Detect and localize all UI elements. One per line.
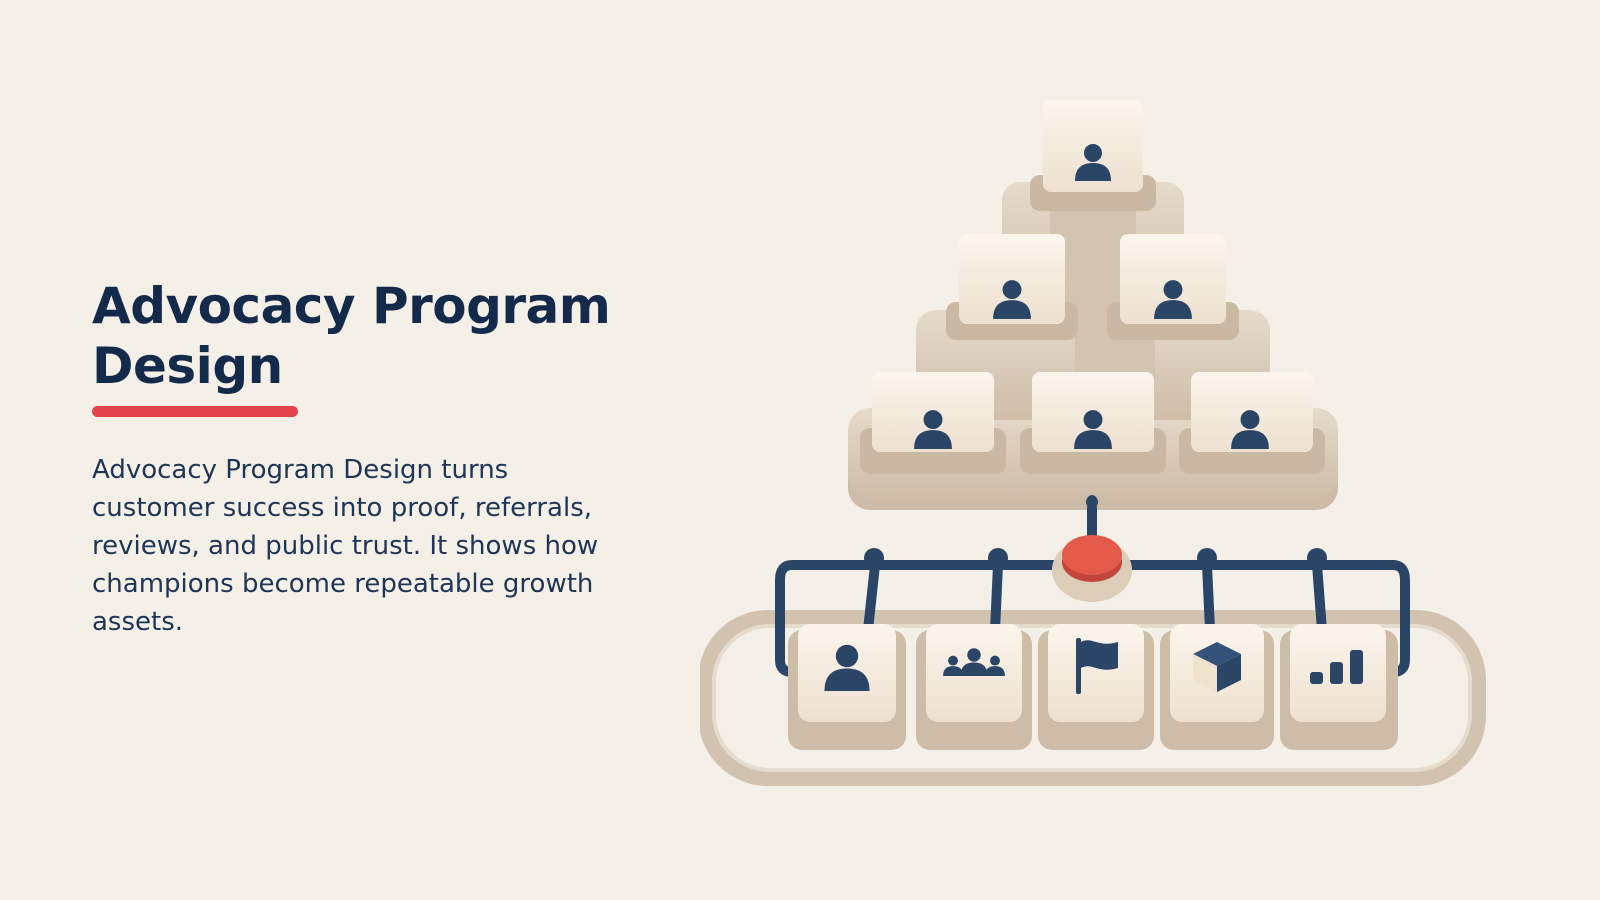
- title-accent-underline: [92, 406, 298, 417]
- tier2-card-left: [946, 234, 1078, 340]
- advocacy-illustration: [698, 90, 1520, 810]
- icon-key-cube: [1160, 624, 1274, 750]
- pyramid: [848, 100, 1338, 510]
- icon-key-person: [788, 624, 906, 750]
- text-block: Advocacy Program Design Advocacy Program…: [92, 276, 652, 641]
- tier3-card-right: [1179, 372, 1325, 474]
- slide-title: Advocacy Program Design: [92, 277, 611, 395]
- tier1-card: [1030, 100, 1156, 211]
- flag-icon: [1076, 638, 1118, 694]
- tray-ring: [698, 610, 1486, 786]
- tier3-card-middle: [1020, 372, 1166, 474]
- hub-button: [1052, 535, 1132, 602]
- bar-chart-icon: [1310, 650, 1363, 684]
- tier2-card-right: [1107, 234, 1239, 340]
- advocacy-diagram-svg: [698, 100, 1486, 786]
- connector-pipes: [775, 495, 1410, 677]
- icon-key-group: [916, 624, 1032, 750]
- icon-key-flag: [1038, 624, 1154, 750]
- slide-description: Advocacy Program Design turns customer s…: [92, 455, 599, 637]
- cube-icon: [1193, 642, 1241, 692]
- pipe-joints: [864, 496, 1327, 568]
- icon-key-bar-chart: [1280, 624, 1398, 750]
- tier3-card-left: [860, 372, 1006, 474]
